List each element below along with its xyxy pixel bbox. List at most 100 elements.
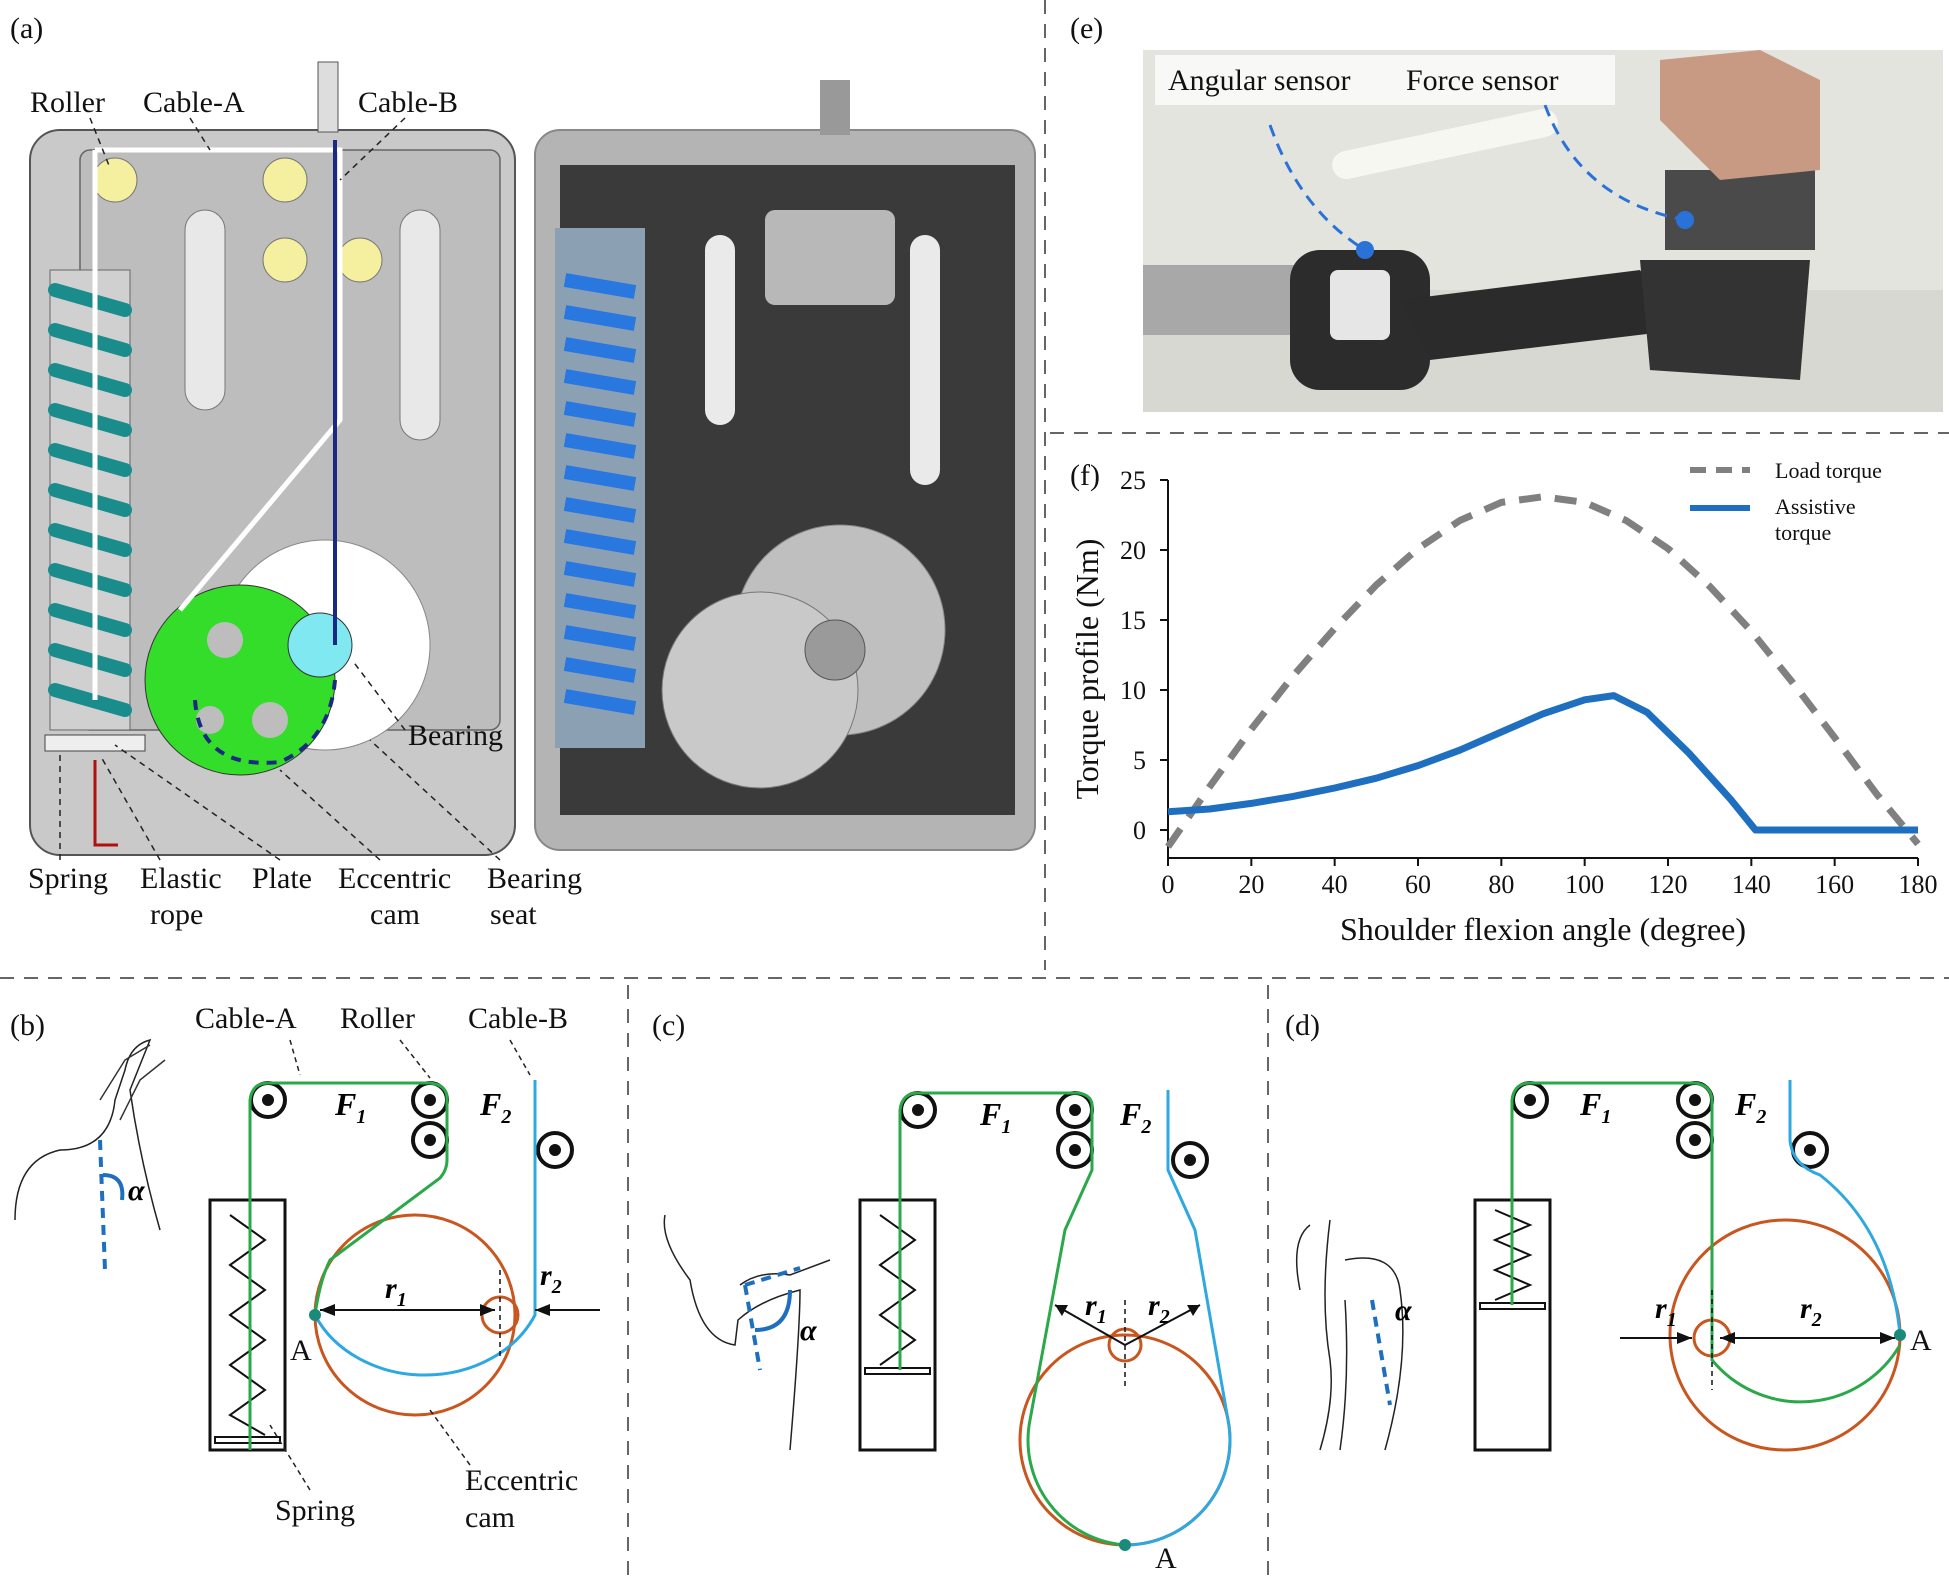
cad-spring-coils: [48, 283, 132, 717]
b-cable-b-blue: [313, 1080, 537, 1377]
c-arm-sketch: [663, 1214, 801, 1451]
b-label-spring: Spring: [275, 1494, 355, 1527]
cad-cam-hole-1: [207, 622, 243, 658]
b-label-roller: Roller: [340, 1002, 415, 1035]
panel-c-schematic: α F1 F2 r1 r2 A: [663, 1090, 1232, 1575]
c-f1: F1: [979, 1096, 1011, 1138]
cad-cam-hole-2: [252, 702, 288, 738]
c-point-a-dot: [1119, 1539, 1131, 1551]
photo-bearing: [804, 619, 866, 681]
x-tick-label: 180: [1899, 870, 1938, 899]
panel-label-a: (a): [10, 12, 43, 45]
b-spring-plate: [214, 1436, 281, 1444]
d-r1: r1: [1655, 1292, 1677, 1331]
b-cable-a-green: [248, 1081, 449, 1450]
label-spring: Spring: [28, 862, 108, 895]
series-line-assistive-torque: [1167, 692, 1918, 834]
cad-slot-left: [184, 209, 226, 411]
b-alpha: α: [128, 1174, 145, 1207]
b-r2-arrowhead: [535, 1304, 550, 1316]
legend-label: Load torque: [1775, 458, 1882, 483]
photo-connector: [820, 80, 850, 135]
label-elastic: Elastic: [140, 862, 222, 895]
c-cable-b-blue: [1129, 1090, 1232, 1547]
y-tick-label: 5: [1133, 746, 1146, 775]
photo-angular-sensor: [1330, 270, 1390, 340]
c-arm-axes: [743, 1266, 801, 1371]
x-tick-label: 100: [1565, 870, 1604, 899]
c-r1: r1: [1085, 1289, 1107, 1328]
photo-arm-plate: [1640, 260, 1810, 380]
b-r2: r2: [540, 1259, 562, 1298]
label-bearing: Bearing: [408, 719, 503, 752]
b-label-cam: cam: [465, 1501, 515, 1534]
marker-force-sensor: [1676, 211, 1694, 229]
b-label-cable-a: Cable-A: [195, 1002, 297, 1035]
c-r2: r2: [1148, 1289, 1170, 1328]
x-tick-label: 40: [1322, 870, 1348, 899]
x-tick-label: 60: [1405, 870, 1431, 899]
panel-label-e: (e): [1070, 12, 1103, 45]
cad-elastic-rope: [93, 760, 118, 847]
y-tick-label: 10: [1120, 676, 1146, 705]
c-spring-box: [858, 1198, 937, 1452]
label-force-sensor: Force sensor: [1406, 64, 1558, 97]
b-f2: F2: [479, 1086, 511, 1128]
x-tick-label: 80: [1488, 870, 1514, 899]
leader-angular-sensor: [1268, 124, 1366, 252]
photo-roller-block: [765, 210, 895, 305]
marker-angular-sensor: [1356, 241, 1374, 259]
panel-label-c: (c): [652, 1009, 685, 1042]
d-spring-zigzag: [1492, 1209, 1533, 1301]
d-cable-a-green: [1510, 1081, 1902, 1404]
c-radius-arrowheads: [1055, 1305, 1200, 1316]
y-axis-title: Torque profile (Nm): [1069, 539, 1105, 800]
x-tick-label: 140: [1732, 870, 1771, 899]
cad-roller-1: [92, 157, 138, 203]
b-spring-zigzag: [228, 1214, 267, 1436]
d-f2: F2: [1734, 1086, 1766, 1128]
c-spring-plate: [864, 1367, 931, 1375]
panel-a-leaders: [59, 117, 501, 861]
panel-e-photo: Angular sensor Force sensor: [1143, 50, 1943, 412]
label-bearing-seat-2: seat: [490, 898, 537, 931]
device-photo: [534, 80, 1036, 851]
c-cable-a-green: [898, 1091, 1126, 1547]
c-f2: F2: [1119, 1096, 1151, 1138]
b-rollers: [249, 1081, 574, 1169]
cad-plate: [44, 734, 146, 752]
b-spring-box: [208, 1198, 287, 1452]
panel-label-d: (d): [1285, 1009, 1320, 1042]
leader-force-sensor: [1543, 104, 1686, 222]
cad-roller-3: [262, 237, 308, 283]
d-r2: r2: [1800, 1292, 1822, 1331]
c-spring-zigzag: [878, 1214, 917, 1366]
d-alpha: α: [1395, 1294, 1412, 1327]
x-tick-label: 0: [1162, 870, 1175, 899]
b-point-a: A: [290, 1334, 312, 1367]
c-forearm-sketch: [739, 1259, 831, 1286]
cad-cable-a: [92, 147, 343, 700]
panel-label-f: (f): [1070, 459, 1100, 492]
cad-slot-right: [399, 209, 441, 441]
c-radius-lines: [1054, 1304, 1201, 1346]
d-torso-sketch: [1295, 1219, 1332, 1451]
d-r1-arrowhead: [1677, 1332, 1692, 1344]
photo-hand: [1660, 50, 1820, 180]
y-tick-label: 20: [1120, 536, 1146, 565]
b-label-cable-b: Cable-B: [468, 1002, 568, 1035]
b-f1: F1: [334, 1086, 366, 1128]
photo-slot-right: [910, 235, 940, 485]
d-arm-axis: [1370, 1299, 1392, 1406]
y-tick-label: 25: [1120, 466, 1146, 495]
cad-roller-4: [337, 237, 383, 283]
photo-label-backdrop: [1155, 55, 1615, 105]
photo-spring: [563, 273, 637, 715]
d-cam-circle: [1668, 1218, 1902, 1452]
d-point-a-dot: [1894, 1329, 1906, 1341]
label-eccentric: Eccentric: [338, 862, 451, 895]
x-tick-label: 20: [1238, 870, 1264, 899]
